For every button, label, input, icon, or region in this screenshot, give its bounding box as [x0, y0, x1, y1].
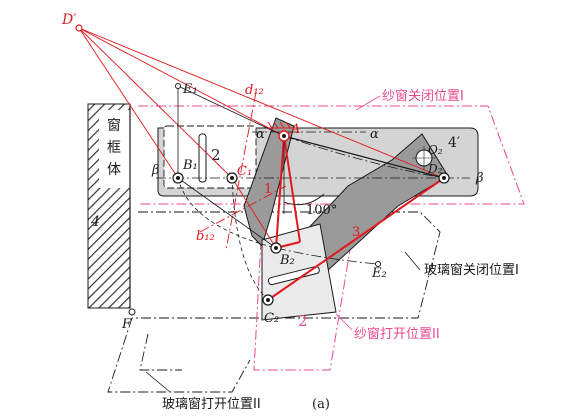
label-C1: C₁ — [237, 164, 252, 179]
label-O2: O₂ — [428, 143, 443, 157]
frame-char-2: 框 — [107, 140, 121, 156]
ground-hatch-A — [267, 121, 296, 129]
line-B2-E2 — [275, 247, 379, 265]
label-A: A — [290, 122, 300, 137]
joint-C1-dot — [230, 176, 234, 180]
label-beta-left: β — [151, 163, 160, 178]
label-D2: D₂ — [427, 162, 443, 176]
label-angle-100: 100° — [306, 203, 337, 218]
sash-slot — [267, 265, 320, 286]
joint-C2-dot — [266, 298, 270, 302]
label-num-3: 3 — [352, 225, 360, 240]
label-E2: E₂ — [371, 266, 387, 281]
label-F: F — [121, 317, 132, 332]
label-screen-open: 纱窗打开位置II — [354, 326, 440, 342]
label-b12: b₁₂ — [196, 229, 215, 244]
label-D-prime: D′ — [61, 12, 77, 28]
leader-screen-open — [335, 313, 353, 331]
point-F — [128, 308, 136, 316]
arc-A-D — [283, 135, 445, 179]
glass-open-inner-outline — [139, 333, 182, 371]
joints — [75, 24, 450, 316]
label-plate-2: 2 — [211, 146, 221, 164]
label-num-1: 1 — [264, 182, 272, 197]
label-d12: d₁₂ — [245, 83, 264, 98]
point-E1 — [175, 83, 181, 89]
joint-B2-dot — [274, 246, 278, 250]
label-C2: C₂ — [264, 311, 279, 326]
figure-caption: (a) — [312, 397, 330, 412]
leader-glass-open — [145, 371, 171, 393]
line-b12 — [199, 185, 287, 233]
joint-B1-dot — [176, 176, 180, 180]
window-frame-body — [87, 103, 131, 309]
joint-A-dot — [282, 134, 286, 138]
line-d12 — [225, 91, 257, 251]
slider-slot — [198, 133, 207, 183]
label-alpha-right: α — [370, 127, 379, 142]
point-E2 — [375, 261, 381, 267]
label-4-prime: 4′ — [448, 135, 460, 151]
screen-closed-outline — [138, 105, 525, 205]
arc-C — [231, 177, 269, 301]
label-glass-open: 玻璃窗打开位置II — [162, 396, 261, 412]
frame-char-1: 窗 — [107, 117, 121, 134]
label-screen-closed: 纱窗关闭位置I — [382, 88, 464, 104]
leader-glass-closed — [404, 251, 421, 271]
point-D-prime — [75, 24, 83, 32]
angle-100-arc — [283, 193, 325, 206]
label-B1: B₁ — [182, 158, 198, 173]
screen-open-outline — [253, 221, 351, 371]
joint-D2-dot — [442, 176, 446, 180]
red-links — [231, 135, 445, 301]
construction-lines-D — [78, 27, 445, 179]
line-E1-A — [177, 85, 285, 137]
label-E1: E₁ — [182, 82, 198, 97]
arc-B — [177, 177, 277, 249]
label-glass-closed: 玻璃窗关闭位置I — [424, 262, 519, 278]
label-frame-4: 4 — [90, 214, 100, 230]
label-alpha-left: α — [256, 127, 265, 142]
link-B1-B2 — [177, 177, 277, 249]
label-beta-right: β — [475, 171, 484, 186]
leader-screen-closed — [355, 95, 381, 111]
label-sash-2: 2 — [298, 312, 308, 330]
frame-char-3: 体 — [107, 162, 121, 178]
label-B2: B₂ — [279, 253, 295, 268]
link-A-D — [283, 135, 445, 179]
